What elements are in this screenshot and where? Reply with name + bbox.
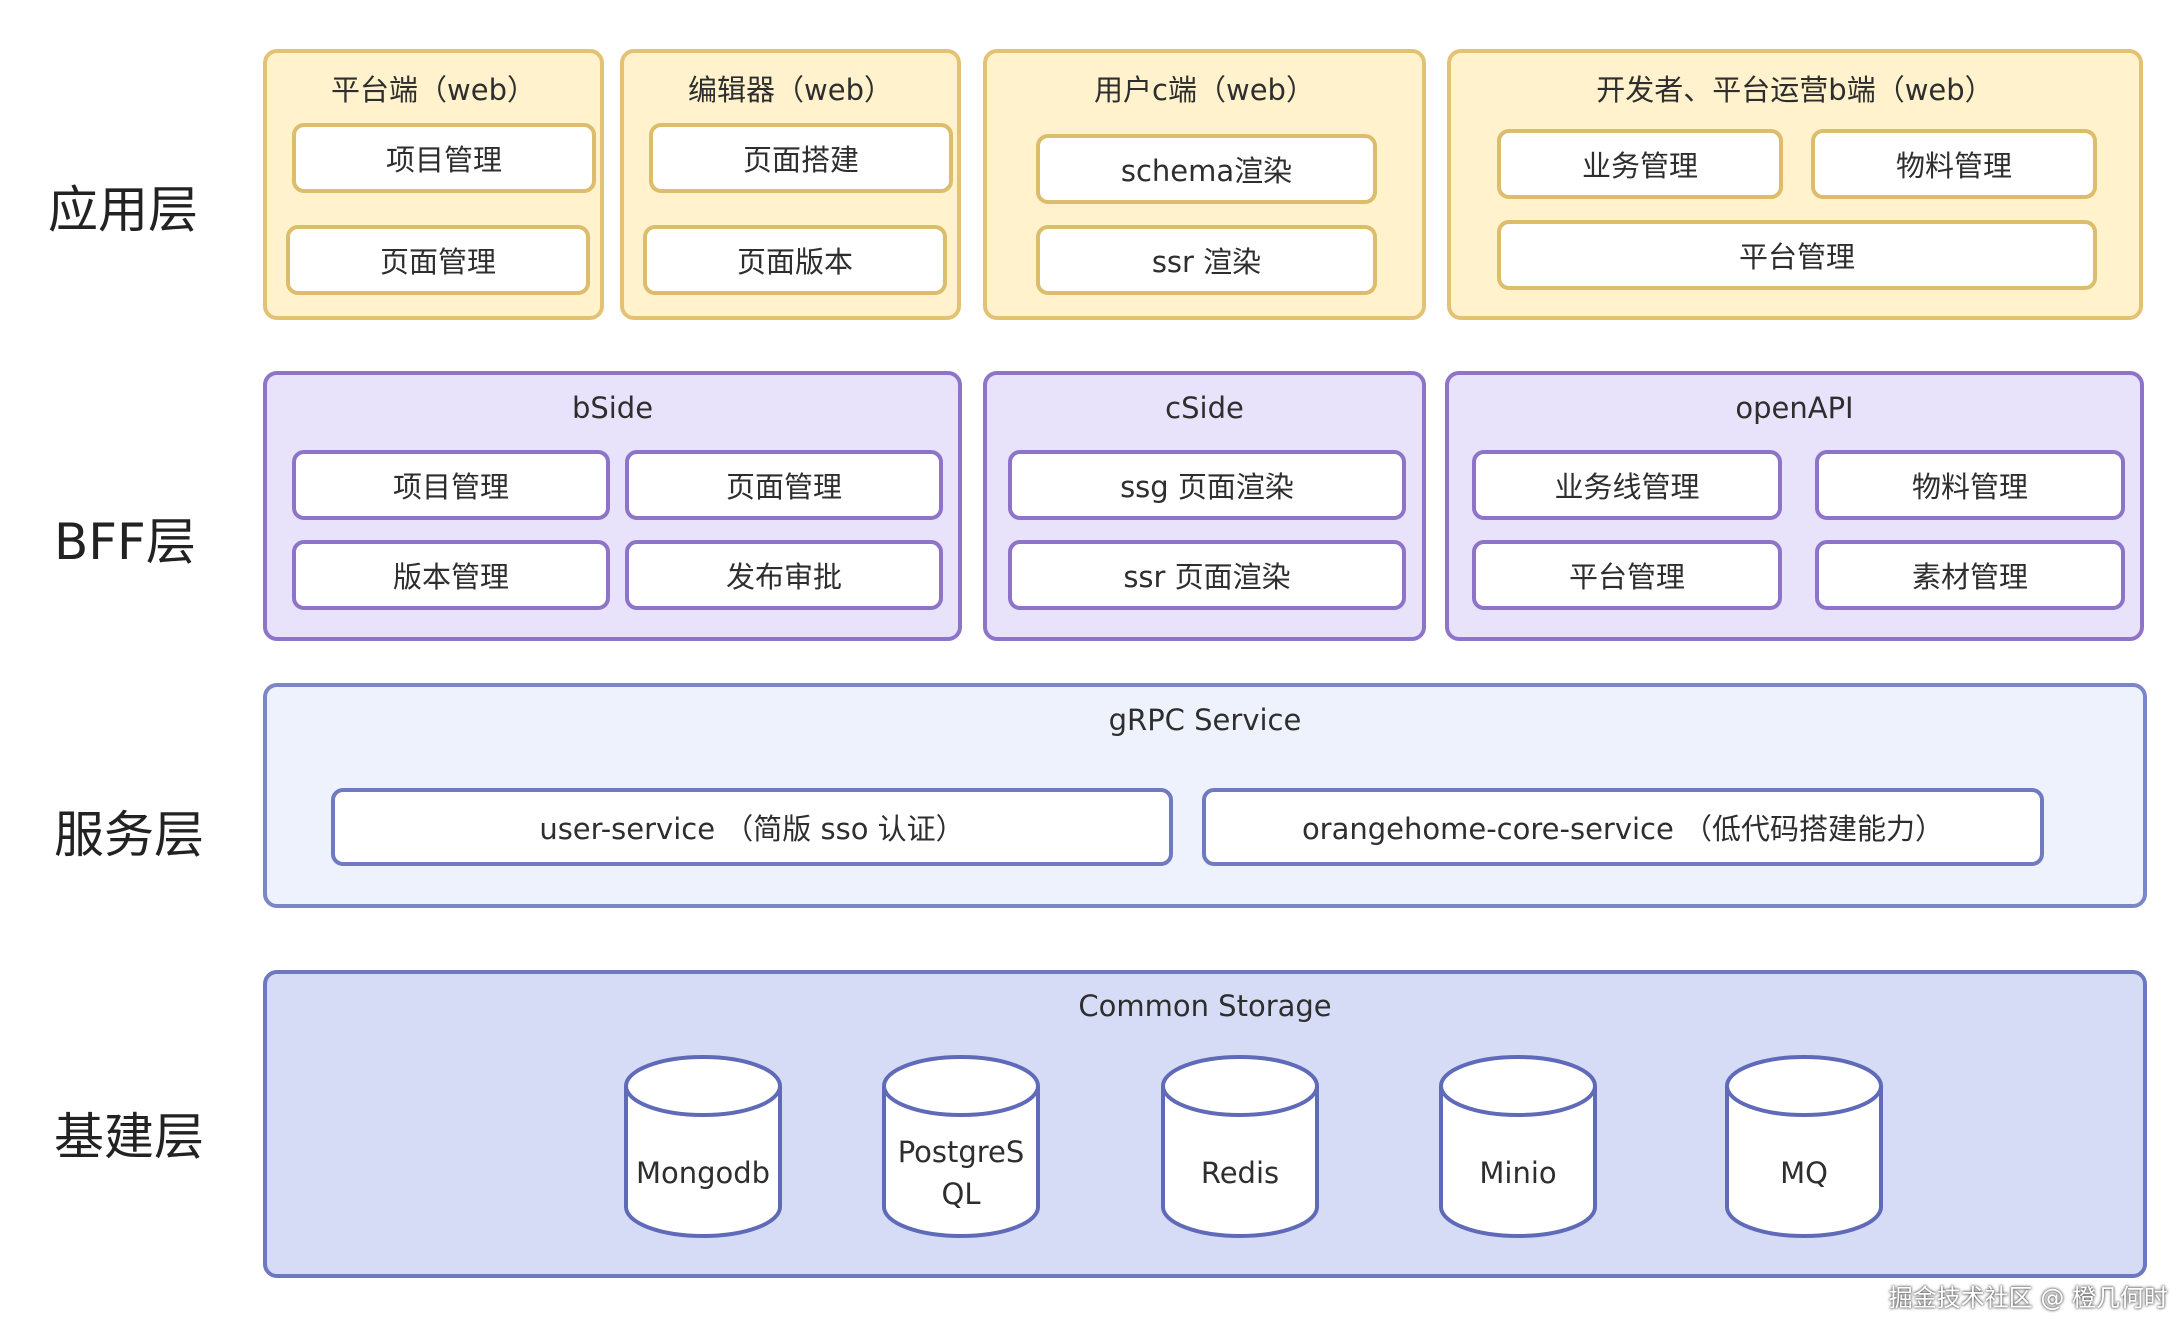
database-cylinder-icon: [1161, 1055, 1319, 1238]
box-page-management: 页面管理: [625, 450, 943, 520]
group-grpc-service: gRPC Service user-service （简版 sso 认证） or…: [263, 683, 2147, 908]
box-page-building: 页面搭建: [649, 123, 953, 193]
group-user-c-web: 用户c端（web） schema渲染 ssr 渲染: [983, 49, 1426, 320]
box-publish-approval: 发布审批: [625, 540, 943, 610]
box-business-line-management: 业务线管理: [1472, 450, 1782, 520]
storage-label: MQ: [1780, 1155, 1828, 1190]
layer-label-bff: BFF层: [54, 513, 196, 571]
box-page-version: 页面版本: [643, 225, 947, 295]
group-common-storage: Common Storage Mongodb PostgreS QL Redis…: [263, 970, 2147, 1278]
storage-label: Minio: [1479, 1155, 1557, 1190]
group-title: gRPC Service: [1108, 703, 1302, 737]
box-project-management: 项目管理: [292, 123, 596, 193]
box-asset-management: 素材管理: [1815, 540, 2125, 610]
storage-mq: MQ: [1724, 1054, 1884, 1239]
group-title: Common Storage: [1078, 989, 1332, 1023]
box-project-management: 项目管理: [292, 450, 610, 520]
box-page-management: 页面管理: [286, 225, 590, 295]
box-orangehome-core-service: orangehome-core-service （低代码搭建能力）: [1202, 788, 2044, 866]
box-business-management: 业务管理: [1497, 129, 1783, 199]
group-platform-web: 平台端（web） 项目管理 页面管理: [263, 49, 604, 320]
storage-label: Mongodb: [635, 1155, 771, 1190]
layer-label-base: 基建层: [54, 1108, 204, 1166]
storage-label: Redis: [1200, 1155, 1280, 1190]
database-cylinder-icon: [624, 1055, 782, 1238]
group-title: 编辑器（web）: [688, 73, 893, 107]
box-version-management: 版本管理: [292, 540, 610, 610]
group-title: openAPI: [1735, 391, 1854, 425]
box-platform-management: 平台管理: [1497, 220, 2097, 290]
box-material-management: 物料管理: [1815, 450, 2125, 520]
group-openapi: openAPI 业务线管理 物料管理 平台管理 素材管理: [1445, 371, 2144, 641]
group-title: 开发者、平台运营b端（web）: [1596, 73, 1994, 107]
layer-label-app: 应用层: [48, 181, 198, 239]
box-ssr-page-render: ssr 页面渲染: [1008, 540, 1406, 610]
storage-minio: Minio: [1438, 1054, 1598, 1239]
group-editor-web: 编辑器（web） 页面搭建 页面版本: [620, 49, 961, 320]
group-bside: bSide 项目管理 页面管理 版本管理 发布审批: [263, 371, 962, 641]
group-dev-ops-b-web: 开发者、平台运营b端（web） 业务管理 物料管理 平台管理: [1447, 49, 2143, 320]
storage-label: PostgreS QL: [897, 1134, 1025, 1211]
group-title: 用户c端（web）: [1094, 73, 1315, 107]
box-material-management: 物料管理: [1811, 129, 2097, 199]
group-cside: cSide ssg 页面渲染 ssr 页面渲染: [983, 371, 1426, 641]
box-platform-management: 平台管理: [1472, 540, 1782, 610]
database-cylinder-icon: [882, 1055, 1040, 1238]
group-title: bSide: [571, 391, 654, 425]
group-title: 平台端（web）: [331, 73, 536, 107]
database-cylinder-icon: [1725, 1055, 1883, 1238]
storage-postgresql: PostgreS QL: [881, 1054, 1041, 1239]
layer-label-service: 服务层: [54, 806, 204, 864]
storage-redis: Redis: [1160, 1054, 1320, 1239]
watermark: 掘金技术社区 @ 橙几何时: [1888, 1284, 2168, 1312]
storage-mongodb: Mongodb: [623, 1054, 783, 1239]
box-user-service: user-service （简版 sso 认证）: [331, 788, 1173, 866]
box-ssg-page-render: ssg 页面渲染: [1008, 450, 1406, 520]
group-title: cSide: [1165, 391, 1244, 425]
database-cylinder-icon: [1439, 1055, 1597, 1238]
box-schema-render: schema渲染: [1036, 134, 1377, 204]
box-ssr-render: ssr 渲染: [1036, 225, 1377, 295]
